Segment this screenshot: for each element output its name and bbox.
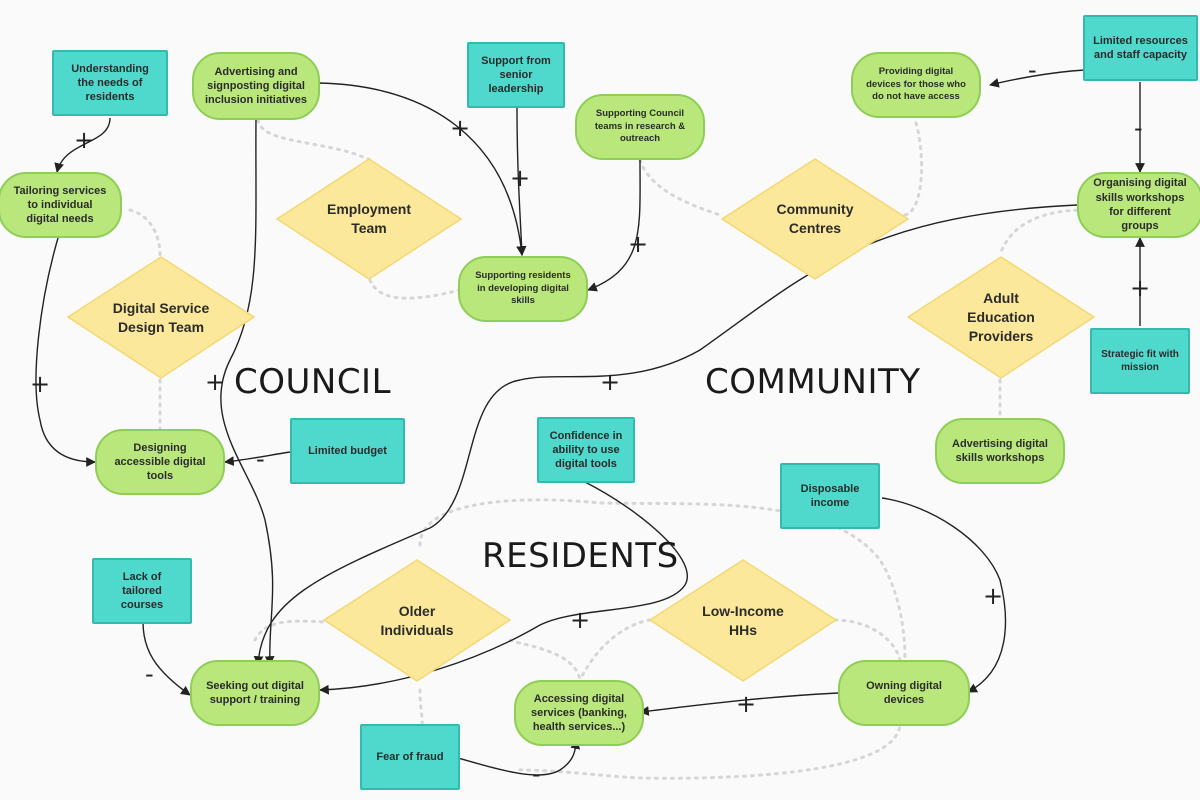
sign-plus: +: [510, 164, 531, 192]
sign-plus: +: [450, 114, 471, 142]
activity-advertising-workshops[interactable]: Advertising digital skills workshops: [935, 418, 1065, 484]
dotted-links: [128, 118, 1087, 780]
activity-designing-accessible-tools[interactable]: Designing accessible digital tools: [95, 429, 225, 495]
sign-minus: -: [532, 760, 541, 788]
diamond-shape: [322, 559, 512, 682]
factor-senior-leadership[interactable]: Support from senior leadership: [467, 42, 565, 108]
sign-plus: +: [30, 370, 51, 398]
stakeholder-low-income-hhs[interactable]: Low-Income HHs: [648, 558, 838, 683]
sign-plus: +: [570, 606, 591, 634]
activity-owning-devices[interactable]: Owning digital devices: [838, 660, 970, 726]
causal-arrows: [35, 69, 1145, 776]
factor-understanding-needs[interactable]: Understanding the needs of residents: [52, 50, 168, 116]
sign-minus: -: [1028, 56, 1037, 84]
diamond-shape: [906, 256, 1096, 379]
stakeholder-label: Employment Team: [326, 201, 411, 236]
diamond-shape: [720, 158, 910, 280]
sign-plus: +: [736, 690, 757, 718]
activity-supporting-residents-skills[interactable]: Supporting residents in developing digit…: [458, 256, 588, 322]
diamond-shape: [66, 256, 256, 379]
sign-minus: -: [145, 660, 154, 688]
sign-plus: +: [600, 368, 621, 396]
sign-minus: -: [256, 445, 265, 473]
activity-advertising-signposting[interactable]: Advertising and signposting digital incl…: [192, 52, 320, 120]
stakeholder-label: Community Centres: [776, 201, 854, 236]
sign-plus: +: [628, 230, 649, 258]
stakeholder-digital-service-design-team[interactable]: Digital Service Design Team: [66, 255, 256, 380]
stakeholder-older-individuals[interactable]: Older Individuals: [322, 558, 512, 683]
region-label-council: COUNCIL: [234, 362, 392, 402]
factor-lack-courses[interactable]: Lack of tailored courses: [92, 558, 192, 624]
activity-providing-devices[interactable]: Providing digital devices for those who …: [851, 52, 981, 118]
activity-seeking-support[interactable]: Seeking out digital support / training: [190, 660, 320, 726]
stakeholder-label: Older Individuals: [380, 602, 454, 638]
region-label-residents: RESIDENTS: [482, 536, 679, 576]
region-label-community: COMMUNITY: [705, 362, 921, 402]
factor-limited-resources[interactable]: Limited resources and staff capacity: [1083, 15, 1198, 81]
stakeholder-label: Low-Income HHs: [702, 602, 784, 638]
stakeholder-community-centres[interactable]: Community Centres: [720, 157, 910, 281]
activity-supporting-council-teams[interactable]: Supporting Council teams in research & o…: [575, 94, 705, 160]
sign-minus: -: [1134, 114, 1143, 142]
diamond-shape: [275, 158, 463, 280]
stakeholder-label: Digital Service Design Team: [112, 299, 210, 335]
sign-plus: +: [1130, 274, 1151, 302]
factor-fear-fraud[interactable]: Fear of fraud: [360, 724, 460, 790]
stakeholder-adult-education-providers[interactable]: Adult Education Providers: [906, 255, 1096, 380]
activity-organising-workshops[interactable]: Organising digital skills workshops for …: [1077, 172, 1200, 238]
activity-accessing-services[interactable]: Accessing digital services (banking, hea…: [514, 680, 644, 746]
stakeholder-label: Adult Education Providers: [967, 290, 1035, 344]
factor-confidence[interactable]: Confidence in ability to use digital too…: [537, 417, 635, 483]
factor-strategic-fit[interactable]: Strategic fit with mission: [1090, 328, 1190, 394]
sign-plus: +: [983, 582, 1004, 610]
stakeholder-employment-team[interactable]: Employment Team: [275, 157, 463, 281]
sign-plus: +: [205, 368, 226, 396]
factor-limited-budget[interactable]: Limited budget: [290, 418, 405, 484]
diamond-shape: [648, 559, 838, 682]
factor-disposable-income[interactable]: Disposable income: [780, 463, 880, 529]
sign-plus: +: [74, 126, 95, 154]
activity-tailoring-services[interactable]: Tailoring services to individual digital…: [0, 172, 122, 238]
